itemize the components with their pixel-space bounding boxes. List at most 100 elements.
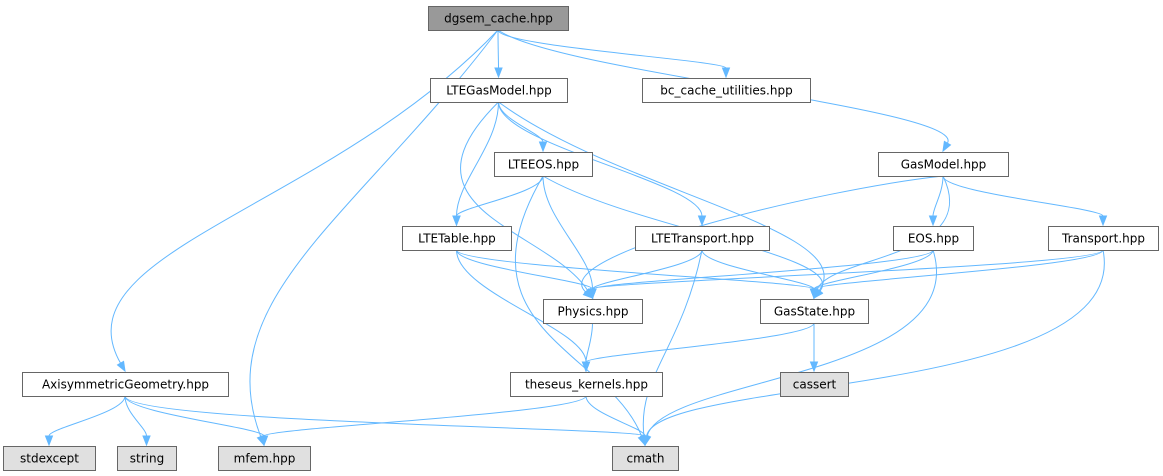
edge-arrowhead: [494, 67, 503, 79]
node-label: AxisymmetricGeometry.hpp: [42, 378, 209, 392]
edge-line: [701, 249, 815, 290]
edge-arrowhead: [538, 141, 548, 153]
node-label: bc_cache_utilities.hpp: [660, 84, 792, 98]
node-label: LTETransport.hpp: [651, 232, 754, 246]
edge-transport-to-cmath: [642, 249, 1105, 447]
edge-arrowhead: [697, 215, 707, 227]
edge-transport-to-physics: [588, 249, 1104, 300]
edge-line: [585, 395, 646, 437]
edge-line: [581, 175, 944, 293]
node-label: EOS.hpp: [908, 232, 959, 246]
edge-dgsem_cache-to-ltegasmodel: [494, 29, 503, 79]
node-box: [218, 446, 311, 471]
node-ltegasmodel[interactable]: LTEGasModel.hpp: [430, 78, 568, 103]
node-transport[interactable]: Transport.hpp: [1048, 226, 1159, 251]
node-cmath: cmath: [612, 446, 679, 471]
node-box: [612, 446, 679, 471]
node-label: GasModel.hpp: [901, 158, 987, 172]
node-axisymmetricgeometry[interactable]: AxisymmetricGeometry.hpp: [22, 372, 229, 397]
node-label: Transport.hpp: [1061, 232, 1145, 246]
edge-theseus_kernels-to-mfem: [259, 395, 587, 447]
edge-line: [124, 395, 147, 437]
edge-line: [124, 395, 265, 437]
edge-line: [592, 249, 1104, 290]
node-box: [780, 372, 849, 397]
edge-arrowhead: [942, 140, 952, 153]
edge-arrowhead: [259, 435, 269, 447]
node-eos[interactable]: EOS.hpp: [893, 226, 974, 251]
node-mfem: mfem.hpp: [218, 446, 311, 471]
edge-arrowhead: [809, 288, 819, 300]
node-label: cassert: [793, 378, 837, 392]
node-string: string: [117, 446, 177, 471]
edge-line: [942, 175, 1104, 217]
edge-arrowhead: [142, 435, 151, 447]
edge-line: [498, 101, 825, 291]
node-label: mfem.hpp: [234, 452, 296, 466]
node-label: Physics.hpp: [557, 305, 628, 319]
edge-arrowhead: [116, 360, 126, 373]
edge-gasstate-to-theseus_kernels: [581, 322, 815, 373]
edge-line: [813, 249, 934, 290]
edge-line: [515, 175, 643, 437]
edge-line: [646, 249, 937, 437]
node-label: LTEGasModel.hpp: [446, 84, 552, 98]
edge-arrowhead: [44, 435, 54, 447]
edge-axisymmetricgeometry-to-string: [124, 395, 151, 447]
edge-line: [456, 101, 499, 217]
edge-line: [592, 249, 703, 290]
edge-lteeos-to-physics: [542, 175, 597, 300]
node-lteeos[interactable]: LTEEOS.hpp: [494, 152, 593, 177]
node-box: [893, 226, 974, 251]
node-label: stdexcept: [20, 452, 79, 466]
node-box: [430, 78, 568, 103]
node-gasmodel[interactable]: GasModel.hpp: [878, 152, 1009, 177]
edge-arrowhead: [581, 361, 591, 373]
node-gasstate[interactable]: GasState.hpp: [760, 299, 869, 324]
node-stdexcept: stdexcept: [3, 446, 96, 471]
node-box: [642, 78, 811, 103]
edge-line: [263, 395, 587, 437]
node-ltetransport[interactable]: LTETransport.hpp: [635, 226, 770, 251]
edge-gasmodel-to-eos: [928, 175, 944, 227]
node-cassert: cassert: [780, 372, 849, 397]
edge-line: [48, 395, 126, 437]
edge-line: [497, 29, 499, 69]
edge-axisymmetricgeometry-to-mfem: [124, 395, 269, 447]
edge-dgsem_cache-to-axisymmetricgeometry: [110, 29, 499, 373]
node-ltetable[interactable]: LTETable.hpp: [402, 226, 512, 251]
edge-line: [110, 29, 499, 364]
node-box: [428, 6, 569, 31]
edge-dgsem_cache-to-bc_cache_utilities: [497, 29, 731, 79]
node-box: [635, 226, 770, 251]
edge-arrowhead: [928, 215, 938, 227]
node-dgsem-cache[interactable]: dgsem_cache.hpp: [428, 6, 569, 31]
edge-axisymmetricgeometry-to-cmath: [124, 395, 650, 447]
edge-line: [646, 249, 1105, 437]
node-label: dgsem_cache.hpp: [444, 12, 553, 26]
edge-line: [456, 249, 815, 290]
edge-line: [642, 249, 703, 437]
node-box: [22, 372, 229, 397]
edge-line: [932, 175, 944, 217]
node-box: [510, 372, 663, 397]
edge-ltegasmodel-to-ltetransport: [498, 101, 707, 227]
edge-line: [813, 249, 1104, 290]
node-bc-cache-utilities[interactable]: bc_cache_utilities.hpp: [642, 78, 811, 103]
node-box: [543, 299, 643, 324]
edge-axisymmetricgeometry-to-stdexcept: [44, 395, 126, 447]
node-physics[interactable]: Physics.hpp: [543, 299, 643, 324]
node-label: GasState.hpp: [774, 305, 855, 319]
edge-line: [592, 249, 934, 290]
edge-line: [460, 101, 589, 291]
edge-arrowhead: [588, 288, 597, 300]
edge-arrowhead: [640, 435, 650, 447]
node-label: LTEEOS.hpp: [508, 158, 579, 172]
node-box: [494, 152, 593, 177]
edge-transport-to-gasstate: [809, 249, 1104, 300]
edge-arrowhead: [452, 215, 461, 227]
edge-ltetransport-to-cmath: [639, 249, 703, 447]
node-theseus-kernels[interactable]: theseus_kernels.hpp: [510, 372, 663, 397]
node-box: [3, 446, 96, 471]
edge-ltetransport-to-gasstate: [701, 249, 819, 300]
